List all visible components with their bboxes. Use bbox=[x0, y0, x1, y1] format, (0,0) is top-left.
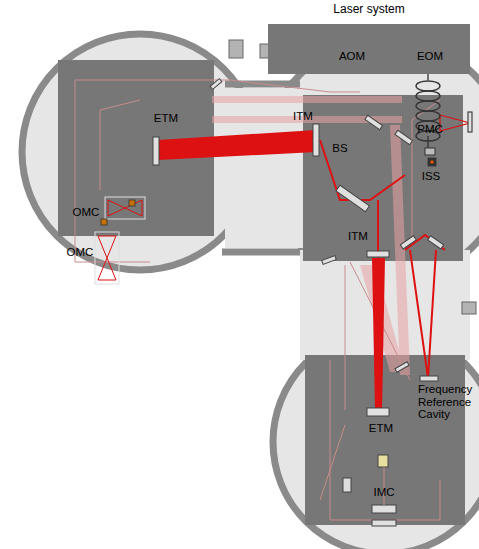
mirror bbox=[365, 115, 383, 129]
imc-cavity bbox=[372, 505, 396, 513]
mirror bbox=[420, 376, 438, 381]
mirror bbox=[367, 408, 389, 416]
reference-cavity-beam bbox=[405, 235, 445, 378]
system-heading: Laser system bbox=[268, 2, 470, 16]
vacuum-chamber bbox=[225, 88, 315, 248]
mirror-label: BS bbox=[332, 142, 347, 155]
omc-cavity bbox=[105, 197, 145, 219]
photodiode bbox=[428, 158, 436, 166]
photodiode bbox=[101, 158, 436, 225]
injection-beam bbox=[320, 45, 455, 258]
modulator-label: EOM bbox=[417, 50, 443, 63]
omc-cavity bbox=[98, 236, 116, 280]
pmc-cavity bbox=[468, 112, 472, 132]
mirror bbox=[428, 236, 444, 249]
thin-beam-path bbox=[100, 100, 140, 190]
injection-beam bbox=[377, 200, 379, 258]
mirror bbox=[400, 236, 416, 249]
arm-beam bbox=[158, 130, 316, 160]
sensor-label: ISS bbox=[422, 170, 441, 183]
cavity-label: IMC bbox=[373, 486, 394, 499]
mirror bbox=[313, 124, 319, 156]
injection-beam bbox=[320, 140, 405, 200]
optical-fiber bbox=[416, 111, 440, 121]
optical-table bbox=[305, 355, 465, 525]
mirror-label: ETM bbox=[154, 112, 178, 125]
optical-fiber bbox=[416, 81, 440, 91]
laser-system-box: Laser system bbox=[268, 2, 470, 74]
mirror bbox=[336, 185, 370, 211]
photodiode bbox=[101, 219, 107, 225]
optical-fiber bbox=[416, 67, 440, 148]
omc-cavity bbox=[108, 200, 142, 216]
chamber-port bbox=[462, 302, 476, 314]
cavity-label: PMC bbox=[417, 123, 443, 136]
cavity-label: OMC bbox=[67, 246, 94, 259]
cavity-label: OMC bbox=[73, 206, 100, 219]
thin-beam-path bbox=[75, 80, 440, 520]
mirror bbox=[322, 256, 337, 265]
mirror-label: ITM bbox=[348, 230, 368, 243]
vacuum-chamber bbox=[22, 34, 479, 549]
cavity-label: Frequency Reference Cavity bbox=[418, 383, 476, 421]
reference-cavity-beam bbox=[410, 250, 436, 378]
laser-table bbox=[268, 24, 470, 74]
photodiode bbox=[129, 200, 135, 206]
modulator-label: AOM bbox=[339, 50, 365, 63]
pmc-cavity bbox=[440, 115, 470, 131]
imc-cavity bbox=[343, 478, 351, 492]
optical-fiber bbox=[427, 136, 428, 148]
thin-beam-path bbox=[320, 425, 345, 500]
arm-beam bbox=[372, 258, 385, 410]
arm-beam bbox=[158, 130, 385, 410]
chamber-port bbox=[229, 40, 243, 58]
imc-cavity bbox=[343, 455, 396, 526]
mirror bbox=[367, 251, 389, 257]
mirror-label: ITM bbox=[293, 110, 313, 123]
optical-fiber bbox=[416, 101, 440, 111]
omc-cavity bbox=[95, 232, 119, 284]
optical-fiber bbox=[416, 91, 440, 101]
imc-cavity bbox=[378, 455, 388, 467]
thin-beam-path bbox=[412, 100, 440, 240]
imc-cavity bbox=[372, 520, 396, 526]
optical-table bbox=[58, 60, 465, 525]
mirror bbox=[395, 130, 413, 144]
laser-system-illustration bbox=[425, 148, 435, 155]
mirror-label: ETM bbox=[369, 422, 393, 435]
mirror bbox=[153, 137, 159, 165]
vacuum-chamber bbox=[222, 249, 300, 256]
pmc-cavity bbox=[440, 112, 472, 132]
thin-beam-path bbox=[75, 80, 150, 262]
beam-path bbox=[212, 96, 402, 103]
mirror bbox=[153, 28, 460, 416]
thin-beam-path bbox=[345, 265, 346, 410]
photodiode bbox=[430, 160, 434, 164]
omc-cavity bbox=[95, 197, 145, 284]
mirror bbox=[395, 362, 409, 372]
chamber-port bbox=[229, 40, 476, 314]
mirror bbox=[210, 79, 222, 90]
